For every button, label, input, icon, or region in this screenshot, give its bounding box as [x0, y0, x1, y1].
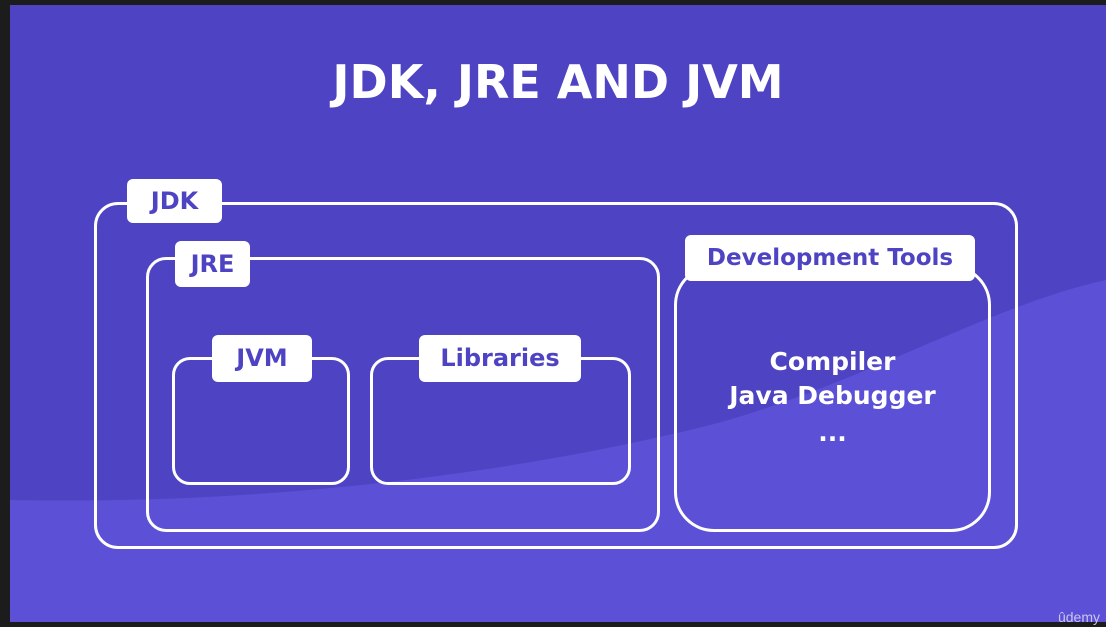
- slide-title: JDK, JRE AND JVM: [332, 55, 784, 109]
- jre-label: JRE: [175, 241, 250, 287]
- dev-tool-java-debugger: Java Debugger: [729, 381, 936, 410]
- jdk-label: JDK: [127, 179, 222, 223]
- development-tools-label: Development Tools: [685, 235, 975, 281]
- dev-tool-compiler: Compiler: [769, 347, 896, 376]
- slide: JDK, JRE AND JVM JDK JRE JVM Libraries D…: [10, 5, 1106, 622]
- dev-tool-ellipsis: ...: [818, 418, 847, 447]
- libraries-label: Libraries: [419, 335, 581, 382]
- jdk-box: [94, 202, 1018, 549]
- udemy-watermark: ûdemy: [1057, 609, 1100, 625]
- background-wave: [10, 280, 1106, 622]
- jre-box: [146, 257, 660, 532]
- jvm-label: JVM: [212, 335, 312, 382]
